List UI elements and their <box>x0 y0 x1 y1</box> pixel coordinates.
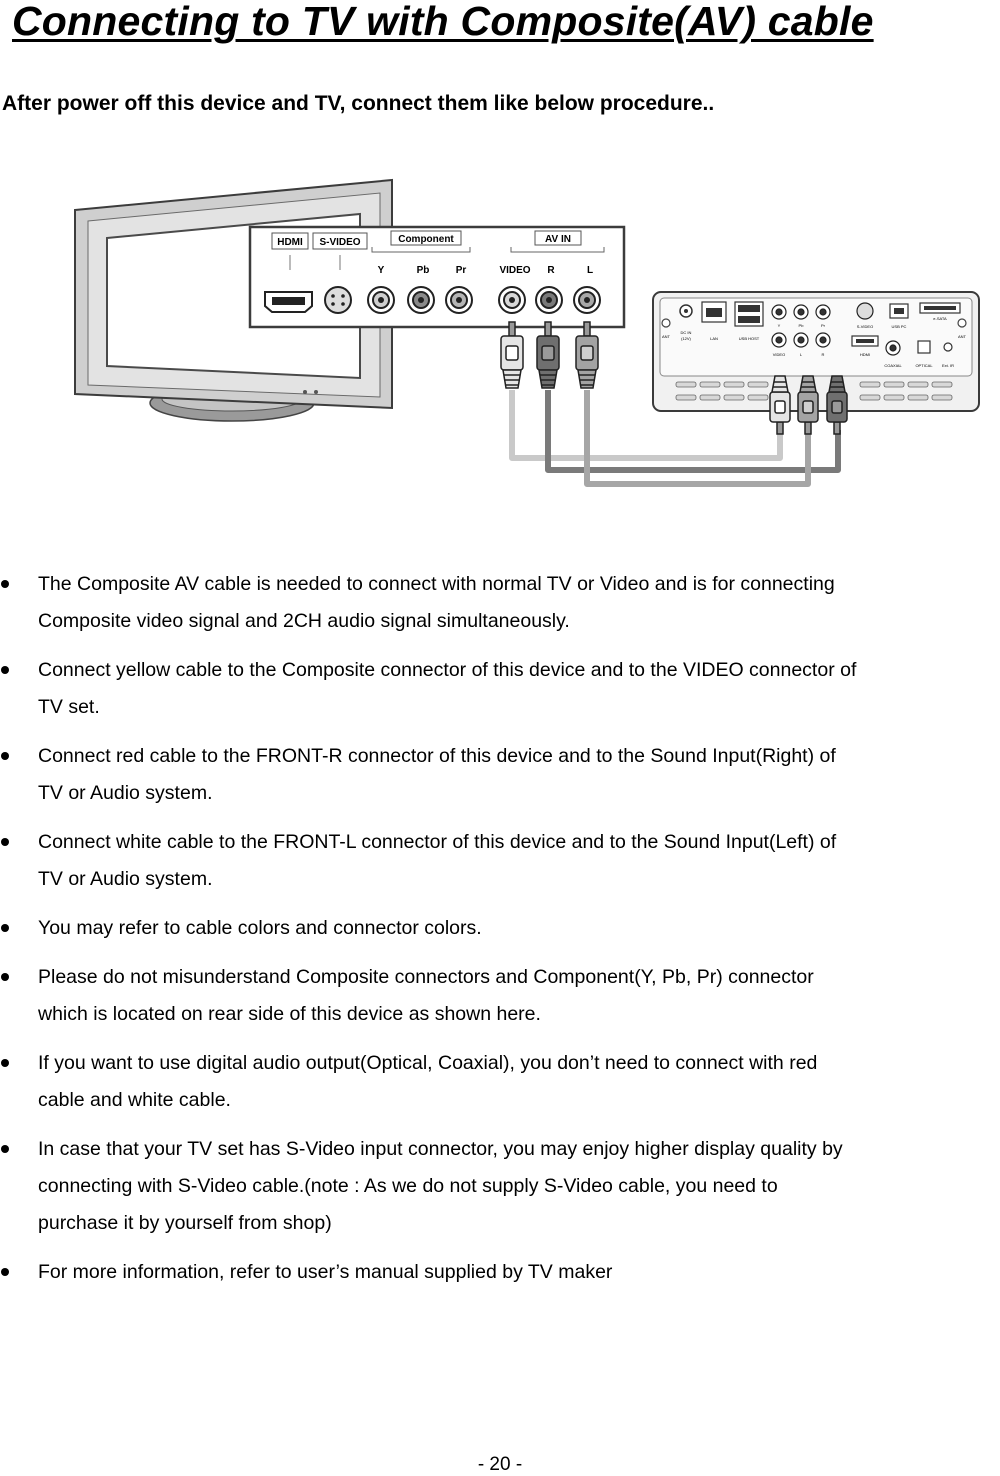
cable-mid <box>584 390 811 487</box>
device-label-svideo: S-VIDEO <box>857 324 873 329</box>
bullet-icon <box>1 1059 9 1067</box>
list-item-text: You may refer to cable colors and connec… <box>38 917 482 939</box>
list-item-text: In case that your TV set has S-Video inp… <box>38 1138 843 1234</box>
tv-label-r: R <box>547 265 555 276</box>
list-item: Please do not misunderstand Composite co… <box>0 959 1000 1033</box>
tv-label-l: L <box>587 265 593 276</box>
device-label-hdmi: HDMI <box>860 352 870 357</box>
cable-light <box>509 390 783 461</box>
list-item-text: If you want to use digital audio output(… <box>38 1052 818 1111</box>
page-number: - 20 - <box>477 1454 523 1475</box>
tv-label-svideo: S-VIDEO <box>319 237 360 248</box>
tv-label-component: Component <box>398 234 454 245</box>
list-item: In case that your TV set has S-Video inp… <box>0 1131 1000 1242</box>
tv-svideo-port-icon <box>324 286 352 314</box>
device-label-r: R <box>822 352 825 357</box>
device-vent-slots <box>675 381 953 401</box>
device-label-coaxial: COAXIAL <box>884 363 902 368</box>
tv-label-y: Y <box>378 265 385 276</box>
bullet-icon <box>1 1145 9 1153</box>
list-item-text: Connect red cable to the FRONT-R connect… <box>38 745 836 804</box>
list-item-text: Connect white cable to the FRONT-L conne… <box>38 831 837 890</box>
device-label-y: Y <box>778 323 781 328</box>
bullet-icon <box>1 752 9 760</box>
device-label-optical: OPTICAL <box>915 363 933 368</box>
bullet-icon <box>1 1268 9 1276</box>
av-cables <box>509 390 841 487</box>
tv-connector-panel: HDMI S-VIDEO Component AV IN Y Pb Pr VID… <box>248 225 626 329</box>
tv-rca-jacks <box>367 286 601 314</box>
device-rca-jacks <box>771 304 901 356</box>
list-item: If you want to use digital audio output(… <box>0 1045 1000 1119</box>
bullet-icon <box>1 666 9 674</box>
device-label-l: L <box>800 352 803 357</box>
device-label-dc-in: DC IN <box>681 330 692 335</box>
bullet-icon <box>1 924 9 932</box>
device-label-lan: LAN <box>710 336 718 341</box>
device-label-pr: Pr <box>821 323 826 328</box>
list-item: Connect red cable to the FRONT-R connect… <box>0 738 1000 812</box>
list-item: The Composite AV cable is needed to conn… <box>0 566 1000 640</box>
bullet-icon <box>1 838 9 846</box>
list-item-text: Please do not misunderstand Composite co… <box>38 966 814 1025</box>
cable-dark <box>545 390 841 473</box>
device-label-ext-ir: Ext. IR <box>942 363 954 368</box>
list-item: Connect white cable to the FRONT-L conne… <box>0 824 1000 898</box>
tv-side-plugs <box>500 321 599 389</box>
device-rear-panel: ANT DC IN (12V) LAN USB HOST Y Pb Pr VID… <box>652 291 980 412</box>
device-label-dc-volts: (12V) <box>681 336 691 341</box>
list-item-text: The Composite AV cable is needed to conn… <box>38 573 835 632</box>
device-label-pb: Pb <box>799 323 805 328</box>
device-label-video: VIDEO <box>773 352 785 357</box>
list-item: You may refer to cable colors and connec… <box>0 910 1000 947</box>
device-label-ant-right: ANT <box>958 334 967 339</box>
list-item-text: Connect yellow cable to the Composite co… <box>38 659 857 718</box>
instruction-list: The Composite AV cable is needed to conn… <box>0 566 1000 1303</box>
bullet-icon <box>1 580 9 588</box>
list-item: Connect yellow cable to the Composite co… <box>0 652 1000 726</box>
device-label-esata: e-SATA <box>933 316 947 321</box>
tv-label-pb: Pb <box>417 265 430 276</box>
tv-label-av-in: AV IN <box>545 234 571 245</box>
tv-label-hdmi: HDMI <box>277 237 303 248</box>
list-item: For more information, refer to user’s ma… <box>0 1254 1000 1291</box>
tv-label-pr: Pr <box>456 265 467 276</box>
device-label-ant-left: ANT <box>662 334 671 339</box>
connection-diagram: HDMI S-VIDEO Component AV IN Y Pb Pr VID… <box>0 170 1000 500</box>
page-subtitle: After power off this device and TV, conn… <box>2 92 715 115</box>
page-title: Connecting to TV with Composite(AV) cabl… <box>12 0 874 44</box>
device-label-usb-host: USB HOST <box>739 336 760 341</box>
bullet-icon <box>1 973 9 981</box>
device-label-usb-pc: USB PC <box>892 324 907 329</box>
tv-label-video: VIDEO <box>499 265 530 276</box>
device-side-plugs <box>769 375 848 435</box>
list-item-text: For more information, refer to user’s ma… <box>38 1261 613 1283</box>
